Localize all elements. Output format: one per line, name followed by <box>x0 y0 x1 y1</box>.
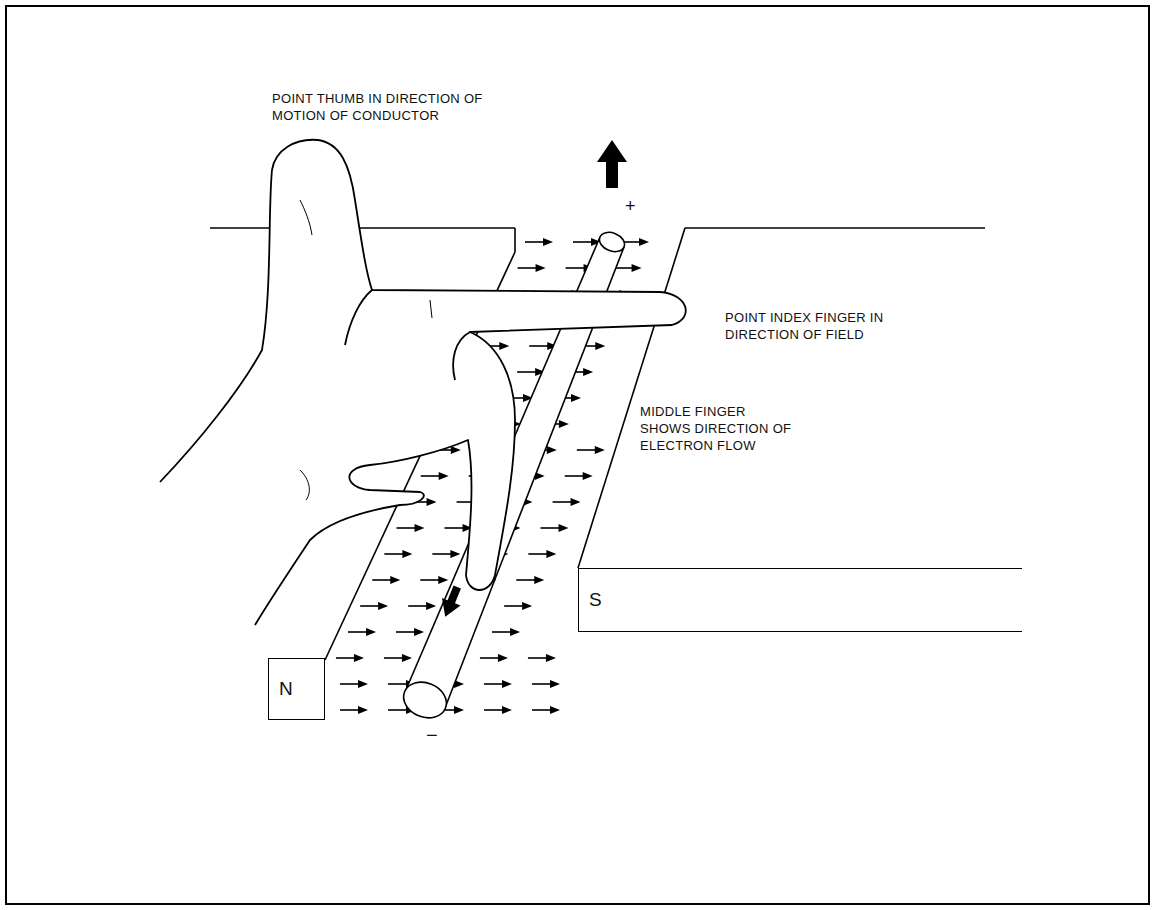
field-arrow <box>532 706 560 714</box>
middle-caption: MIDDLE FINGER SHOWS DIRECTION OF ELECTRO… <box>640 403 792 454</box>
field-arrow <box>384 654 412 662</box>
field-arrow <box>396 628 424 636</box>
field-arrow <box>577 446 605 454</box>
field-arrow <box>484 680 512 688</box>
field-arrow <box>518 264 546 272</box>
field-arrow <box>421 472 449 480</box>
polarity-sign: − <box>426 724 446 746</box>
field-arrow <box>528 550 556 558</box>
polarity-sign: + <box>625 196 645 216</box>
field-arrow <box>340 680 368 688</box>
field-arrow <box>444 524 472 532</box>
south-pole-face: S <box>578 568 1022 632</box>
field-arrow <box>372 576 400 584</box>
thumb-caption: POINT THUMB IN DIRECTION OF MOTION OF CO… <box>272 90 497 124</box>
field-arrow <box>516 576 544 584</box>
field-arrow <box>565 472 593 480</box>
field-arrow <box>396 524 424 532</box>
field-arrow <box>336 654 364 662</box>
field-arrow <box>540 524 568 532</box>
field-arrow <box>348 628 376 636</box>
pole-letter: N <box>269 678 293 700</box>
left-hand <box>160 140 686 625</box>
electron-arrow <box>436 583 467 620</box>
north-pole-face: N <box>268 658 325 720</box>
field-arrow <box>492 628 520 636</box>
field-arrow <box>408 602 436 610</box>
index-caption: POINT INDEX FINGER IN DIRECTION OF FIELD <box>725 309 907 343</box>
field-arrow <box>432 550 460 558</box>
frame <box>6 6 1149 904</box>
field-arrow <box>553 498 581 506</box>
field-arrow <box>504 602 532 610</box>
field-arrow <box>528 654 556 662</box>
south-magnet <box>578 228 1022 568</box>
field-arrow <box>340 706 368 714</box>
field-arrow <box>525 238 553 246</box>
field-arrow <box>484 706 512 714</box>
field-arrow <box>420 576 448 584</box>
field-arrow <box>480 654 508 662</box>
field-arrow <box>532 680 560 688</box>
pole-letter: S <box>579 589 602 611</box>
field-arrow <box>360 602 388 610</box>
motion-arrow <box>597 140 627 188</box>
field-arrow <box>384 550 412 558</box>
